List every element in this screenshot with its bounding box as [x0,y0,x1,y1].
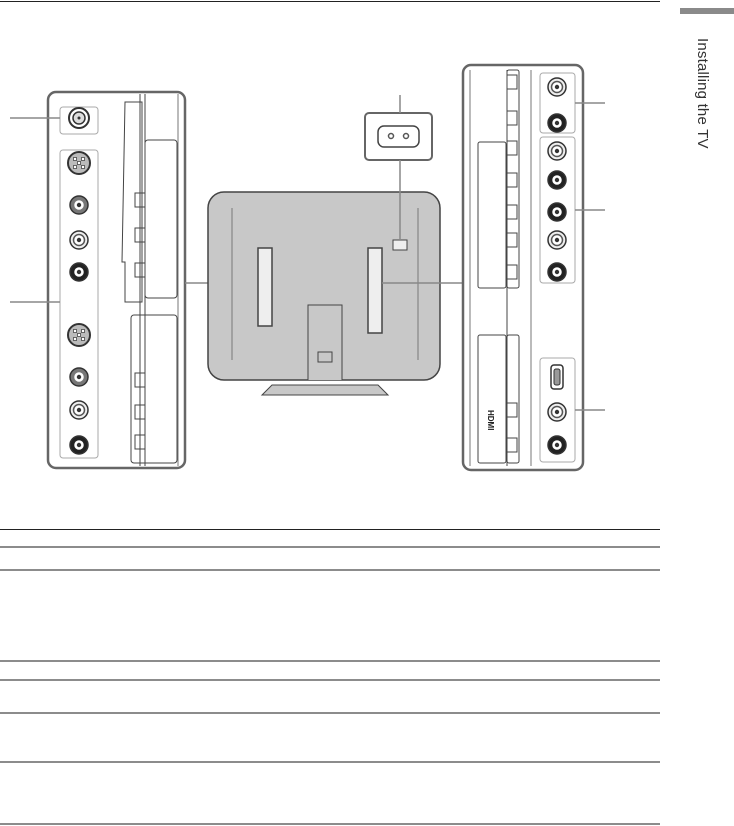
power-socket-box [364,112,433,161]
rca-gray-jack-icon [69,367,89,387]
antenna-jack-icon [68,107,90,129]
right-side-panel [461,63,585,472]
table-top-rule [0,529,660,530]
s-video-jack-icon [67,323,91,347]
hdmi-logo: HDMI [486,410,495,430]
s-video-jack-icon [67,151,91,175]
table-rule [0,546,660,548]
rca-dark-jack-icon [547,262,567,282]
rca-light-jack-icon [547,402,567,422]
rca-light-jack-icon [69,400,89,420]
table-rule [0,569,660,571]
rca-light-jack-icon [547,77,567,97]
rca-light-jack-icon [69,230,89,250]
rca-dark-jack-icon [69,262,89,282]
hdmi-jack-icon [550,364,564,390]
left-side-panel [46,90,187,470]
section-title: Installing the TV [694,38,711,149]
rca-light-jack-icon [547,230,567,250]
rca-dark-jack-icon [547,202,567,222]
rca-dark-jack-icon [547,435,567,455]
table-rule [0,823,660,825]
table-rule [0,679,660,681]
section-tab [680,8,734,14]
table-rule [0,660,660,662]
top-rule [0,1,660,2]
av-input-group [59,149,99,459]
table-rule [0,712,660,714]
rca-dark-jack-icon [69,435,89,455]
rca-dark-jack-icon [547,113,567,133]
rca-gray-jack-icon [69,195,89,215]
rca-light-jack-icon [547,141,567,161]
rca-dark-jack-icon [547,170,567,190]
table-rule [0,761,660,763]
